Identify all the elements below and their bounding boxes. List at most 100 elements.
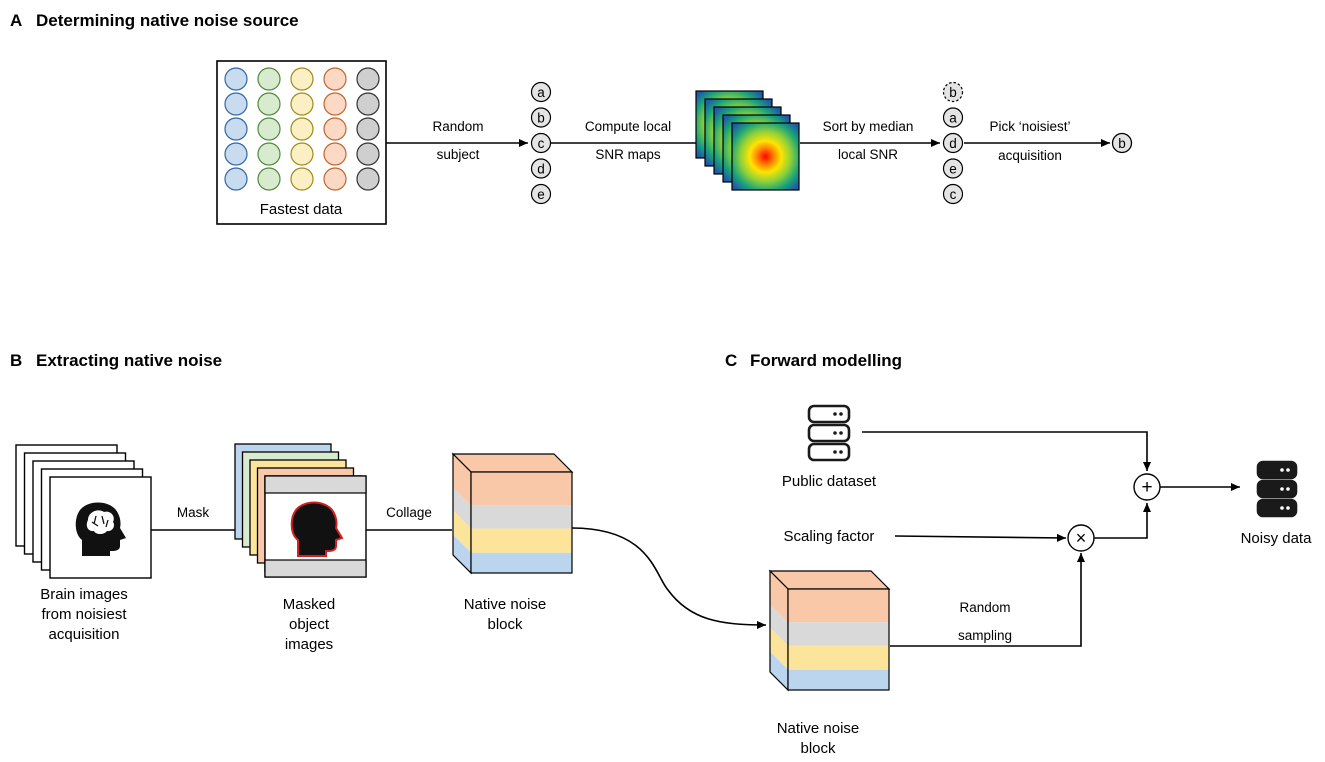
subject-letter: b <box>949 85 957 100</box>
subject-letter: c <box>950 187 957 202</box>
subject-circle <box>942 132 964 154</box>
grid-circle <box>356 92 380 116</box>
acquisition-label: acquisition <box>998 148 1062 163</box>
grid-circle <box>356 167 380 191</box>
random-label: Random <box>432 119 483 134</box>
grid-circle <box>290 167 314 191</box>
grid-circle <box>323 167 347 191</box>
block-front-stripe <box>471 552 572 573</box>
block-c-caption-line2: block <box>800 740 836 757</box>
database-dot <box>1280 468 1284 472</box>
grid-circle <box>224 117 248 141</box>
arrow-times-to-plus <box>1094 503 1151 539</box>
picked-subject-circle <box>1111 132 1133 154</box>
block-side-stripe <box>770 571 788 623</box>
random-sampling-line1: Random <box>959 600 1010 615</box>
arrow-scaling-to-times <box>894 533 1067 542</box>
collage-label: Collage <box>386 505 432 520</box>
grid-circle <box>356 67 380 91</box>
public-dataset-label: Public dataset <box>782 473 877 490</box>
subject-circle <box>942 107 964 128</box>
subject-letter: c <box>538 136 545 151</box>
panel-a-letter: A <box>10 11 22 30</box>
grid-circle <box>257 142 281 166</box>
block-front-outline <box>470 471 573 574</box>
grid-circle <box>257 117 281 141</box>
database-dot <box>833 431 837 435</box>
subject-circle <box>530 158 552 179</box>
block-front-outline <box>787 588 890 691</box>
database-dot <box>833 412 837 416</box>
fastest-data-caption: Fastest data <box>260 201 343 218</box>
times-symbol: × <box>1076 528 1087 548</box>
block-front-stripe <box>788 589 889 623</box>
grid-circle <box>224 67 248 91</box>
database-disk <box>807 404 851 424</box>
plus-symbol: + <box>1141 477 1152 498</box>
subject-letter: b <box>537 111 545 126</box>
block-side-stripe <box>453 454 471 506</box>
block-b-caption-line2: block <box>487 616 523 633</box>
block-side-stripe <box>770 651 788 690</box>
block-top-face <box>768 570 891 590</box>
grid-circle <box>323 67 347 91</box>
masked-caption-line2: object <box>289 616 330 633</box>
panel-a-title: Determining native noise source <box>36 11 299 30</box>
block-side-stripe <box>453 534 471 573</box>
arrow-public-to-plus <box>862 431 1151 471</box>
database-disk <box>807 423 851 443</box>
native-noise-block-b <box>451 452 574 575</box>
picked-subject-letter: b <box>1118 136 1126 151</box>
database-dot <box>839 412 843 416</box>
grid-circle <box>290 117 314 141</box>
noisy-database-icon <box>1256 460 1298 518</box>
fastest-data-grid <box>224 67 380 191</box>
mask-label: Mask <box>177 505 210 520</box>
random-sampling-line2: sampling <box>958 628 1012 643</box>
subject-letter: a <box>537 85 545 100</box>
arrow-sampling-to-times <box>890 553 1085 647</box>
grid-circle <box>224 92 248 116</box>
local-snr-label: local SNR <box>838 147 898 162</box>
panel-b-title: Extracting native noise <box>36 351 222 370</box>
compute-local-label: Compute local <box>585 119 671 134</box>
subject-circle <box>942 158 964 179</box>
subject-circle <box>530 183 552 205</box>
subject-circle <box>942 183 964 205</box>
grid-circle <box>257 92 281 116</box>
curved-arrow-to-block <box>571 527 767 629</box>
masked-band-bottom <box>264 559 367 578</box>
masked-caption-line3: images <box>285 636 333 653</box>
database-disk <box>1256 479 1298 499</box>
panel-c: C Forward modelling Public dataset + Noi… <box>725 351 1312 757</box>
block-b-caption-line1: Native noise <box>464 596 547 613</box>
subject-label: subject <box>437 147 480 162</box>
database-disk <box>1256 460 1298 480</box>
grid-circle <box>290 92 314 116</box>
snr-map-stack <box>695 90 800 191</box>
database-disk <box>1256 498 1298 518</box>
block-side-stripe <box>453 487 471 529</box>
database-dot <box>1280 506 1284 510</box>
database-dot <box>1286 468 1290 472</box>
block-front-stripe <box>471 528 572 553</box>
brain-caption-line2: from noisiest <box>41 606 127 623</box>
block-top-face <box>451 453 574 473</box>
block-c-caption-line1: Native noise <box>777 720 860 737</box>
brain-caption-line1: Brain images <box>40 586 128 603</box>
block-front-stripe <box>471 505 572 529</box>
panel-c-title: Forward modelling <box>750 351 902 370</box>
grid-circle <box>323 142 347 166</box>
panel-a: A Determining native noise source Fastes… <box>10 11 1133 225</box>
block-side-stripe <box>770 627 788 670</box>
database-dot <box>839 431 843 435</box>
block-side-stripe <box>770 604 788 646</box>
subject-circle <box>942 81 964 103</box>
snr-map <box>731 122 800 191</box>
block-front-stripe <box>788 622 889 646</box>
block-front-stripe <box>471 472 572 506</box>
database-dot <box>1286 506 1290 510</box>
subject-circle <box>530 107 552 128</box>
masked-head-icon <box>290 501 344 557</box>
